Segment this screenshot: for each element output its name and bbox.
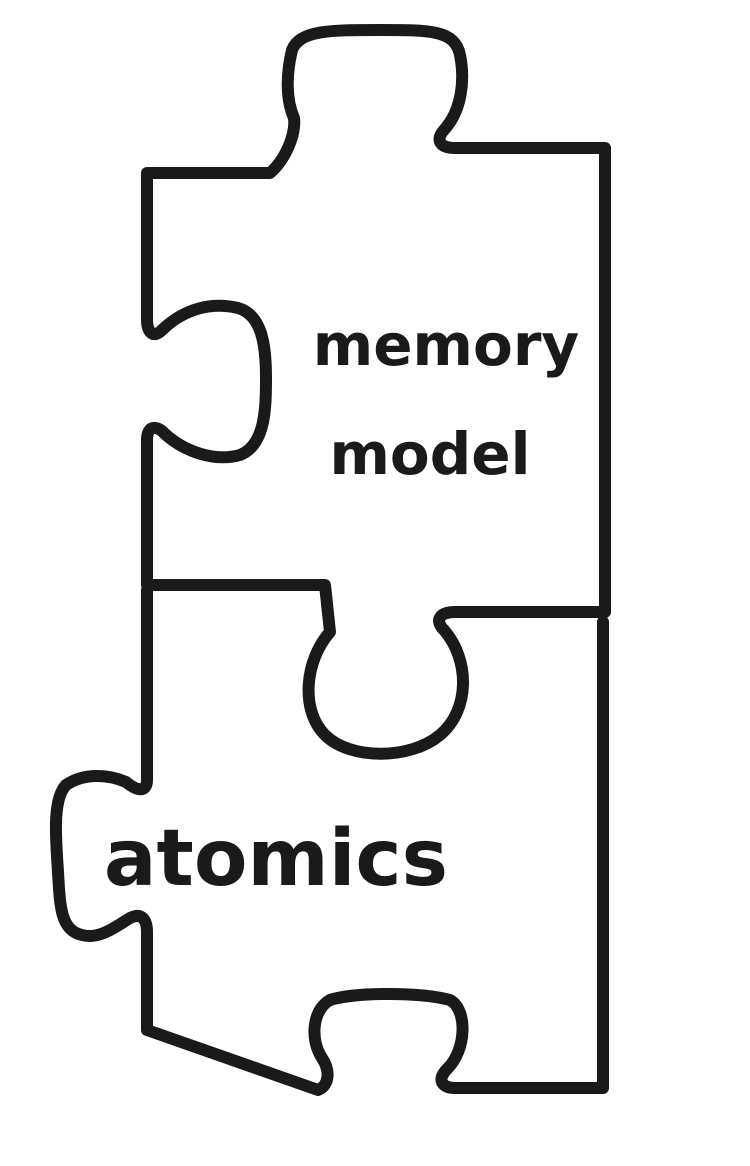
piece-label-line-1: atomics <box>104 814 448 904</box>
puzzle-piece-bottom: atomics <box>49 584 609 1096</box>
piece-label-line-1: memory <box>313 311 579 379</box>
puzzle-piece-top: memory model <box>141 24 611 760</box>
puzzle-piece-top-outline <box>141 24 611 760</box>
puzzle-piece-bottom-outline <box>49 584 609 1096</box>
piece-label-line-2: model <box>329 420 530 488</box>
